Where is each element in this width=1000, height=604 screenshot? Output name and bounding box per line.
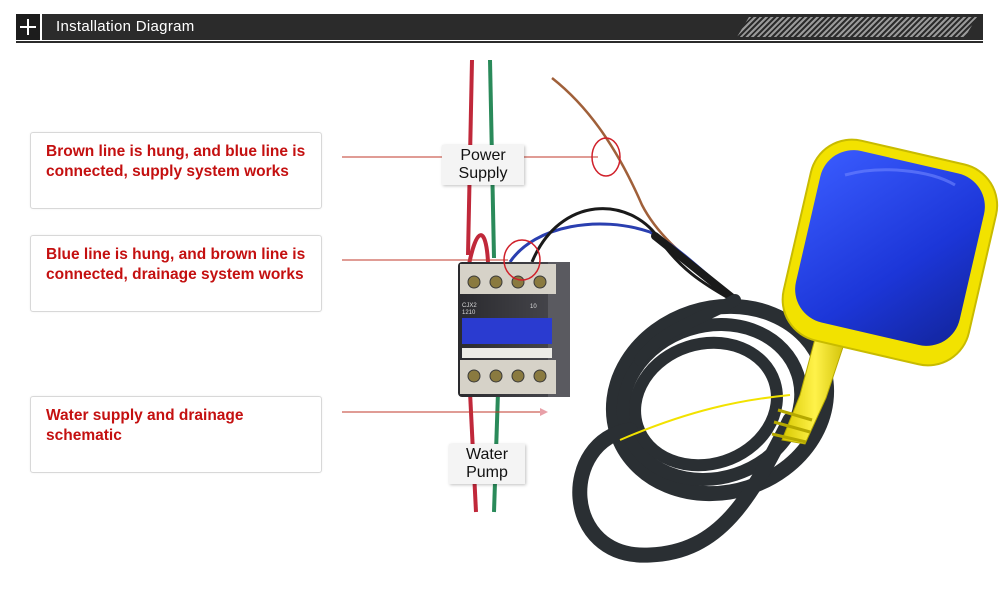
contactor-rating: 10 bbox=[530, 304, 537, 310]
header-hatch-decoration bbox=[737, 17, 977, 37]
red-loop-wire bbox=[466, 233, 490, 271]
black-signal-wire bbox=[530, 207, 733, 302]
brown-signal-wire bbox=[551, 77, 726, 291]
section-header: Installation Diagram bbox=[16, 14, 983, 40]
callout-drainage-mode: Blue line is hung, and brown line is con… bbox=[30, 235, 322, 312]
contactor: CJX2 1210 10 bbox=[458, 262, 570, 397]
callout-schematic: Water supply and drainage schematic bbox=[30, 396, 322, 473]
cable-sleeve bbox=[651, 232, 739, 304]
contactor-model: CJX2 bbox=[462, 303, 477, 309]
float-switch bbox=[771, 138, 999, 445]
contactor-code: 1210 bbox=[462, 310, 476, 316]
callout-text: Blue line is hung, and brown line is con… bbox=[46, 246, 306, 283]
highlight-circle-brown bbox=[591, 137, 621, 177]
power-supply-label: Power Supply bbox=[442, 145, 524, 185]
yellow-tie bbox=[619, 394, 791, 441]
callout-supply-mode: Brown line is hung, and blue line is con… bbox=[30, 132, 322, 209]
plus-icon[interactable] bbox=[16, 14, 42, 40]
callout-text: Brown line is hung, and blue line is con… bbox=[46, 143, 306, 180]
header-underline bbox=[16, 41, 983, 43]
water-pump-label: Water Pump bbox=[449, 444, 525, 484]
callout-text: Water supply and drainage schematic bbox=[46, 407, 244, 444]
bottom-terminal-screws bbox=[467, 369, 547, 383]
section-title: Installation Diagram bbox=[56, 18, 195, 35]
top-terminal-screws bbox=[467, 275, 547, 289]
highlight-circle-terminal bbox=[503, 239, 541, 281]
pointer-arrow-3 bbox=[540, 408, 548, 416]
